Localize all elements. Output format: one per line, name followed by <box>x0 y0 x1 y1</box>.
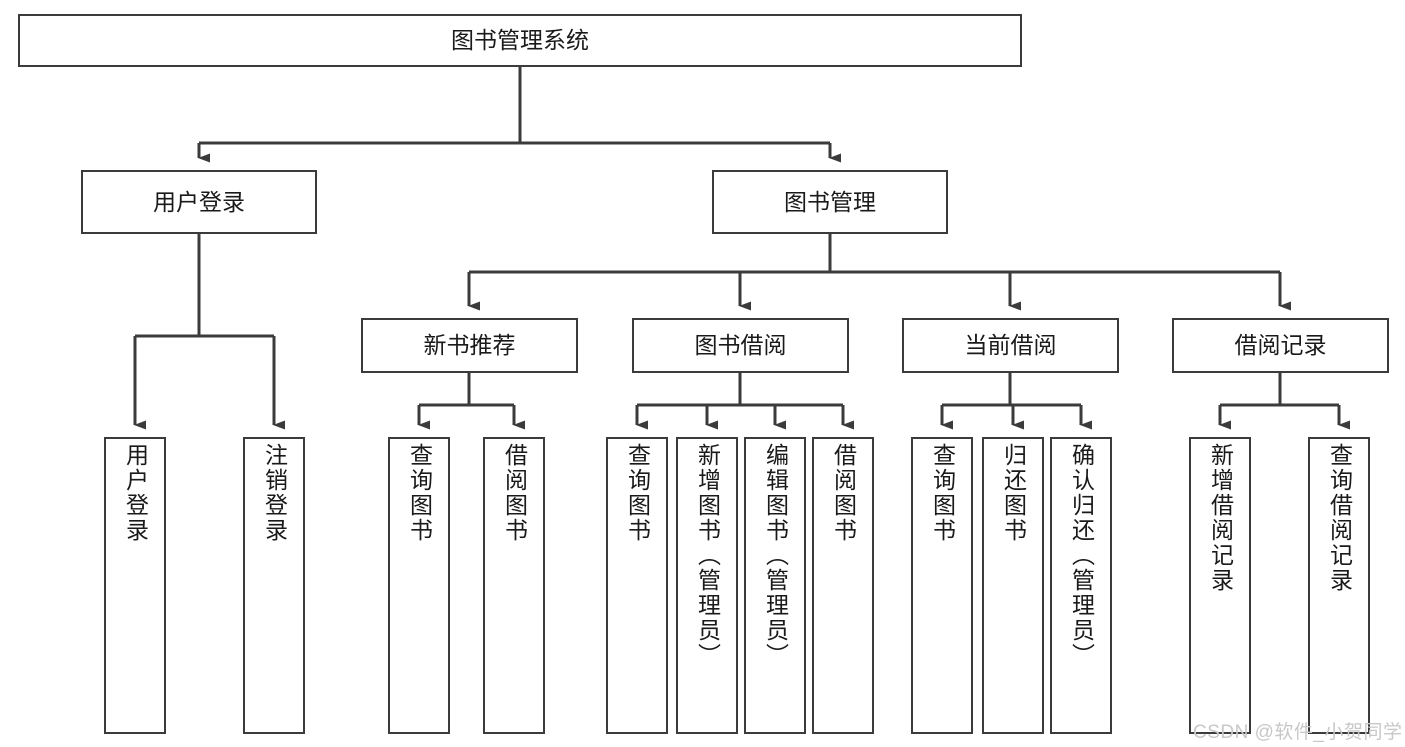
node-leaf-user-logout[interactable]: 注销登录 <box>243 437 305 734</box>
node-label: 归还图书 <box>1000 443 1027 543</box>
node-leaf-borrow-book-2[interactable]: 借阅图书 <box>812 437 874 734</box>
node-label: 用户登录 <box>122 443 149 543</box>
node-label: 图书管理 <box>784 188 876 215</box>
node-leaf-query-record[interactable]: 查询借阅记录 <box>1308 437 1370 734</box>
node-leaf-add-record[interactable]: 新增借阅记录 <box>1189 437 1251 734</box>
node-label: 查询图书 <box>929 443 956 543</box>
node-book-manage[interactable]: 图书管理 <box>712 170 948 234</box>
node-label: 查询借阅记录 <box>1326 443 1353 593</box>
node-label: 注销登录 <box>261 443 288 543</box>
node-label: 借阅图书 <box>830 443 857 543</box>
node-label: 图书管理系统 <box>451 27 589 54</box>
node-label: 借阅图书 <box>501 443 528 543</box>
node-label: 当前借阅 <box>964 332 1057 359</box>
node-label: 借阅记录 <box>1234 332 1327 359</box>
node-label: 图书借阅 <box>694 332 787 359</box>
node-leaf-query-book-1[interactable]: 查询图书 <box>388 437 450 734</box>
node-label: 确认归还（管理员） <box>1068 443 1095 668</box>
watermark-text: CSDN @软件_小贺同学 <box>1193 722 1403 743</box>
node-leaf-borrow-book-1[interactable]: 借阅图书 <box>483 437 545 734</box>
node-label: 查询图书 <box>624 443 651 543</box>
node-root[interactable]: 图书管理系统 <box>18 14 1022 67</box>
node-borrow-record[interactable]: 借阅记录 <box>1172 318 1389 373</box>
node-leaf-query-book-2[interactable]: 查询图书 <box>606 437 668 734</box>
node-label: 新书推荐 <box>423 332 516 359</box>
node-leaf-add-book[interactable]: 新增图书（管理员） <box>676 437 738 734</box>
node-label: 新增图书（管理员） <box>694 443 721 668</box>
node-leaf-edit-book[interactable]: 编辑图书（管理员） <box>744 437 806 734</box>
node-label: 新增借阅记录 <box>1207 443 1234 593</box>
node-label: 用户登录 <box>153 188 245 215</box>
node-new-book-recommend[interactable]: 新书推荐 <box>361 318 578 373</box>
node-label: 编辑图书（管理员） <box>762 443 789 668</box>
node-book-borrow[interactable]: 图书借阅 <box>632 318 849 373</box>
node-leaf-return-book[interactable]: 归还图书 <box>982 437 1044 734</box>
node-user-login[interactable]: 用户登录 <box>81 170 317 234</box>
node-leaf-user-login[interactable]: 用户登录 <box>104 437 166 734</box>
node-label: 查询图书 <box>406 443 433 543</box>
node-leaf-confirm-return[interactable]: 确认归还（管理员） <box>1050 437 1112 734</box>
node-leaf-query-book-3[interactable]: 查询图书 <box>911 437 973 734</box>
node-current-borrow[interactable]: 当前借阅 <box>902 318 1119 373</box>
